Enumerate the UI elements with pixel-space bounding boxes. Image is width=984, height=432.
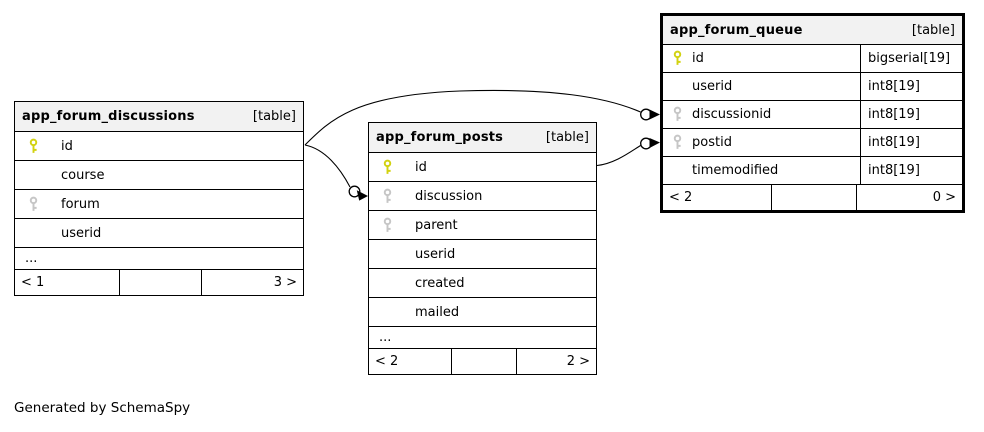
- column-row: id bigserial[19]: [663, 44, 962, 72]
- table-name: app_forum_posts: [376, 130, 504, 145]
- more-columns-ellipsis: ...: [369, 326, 596, 348]
- column-name: userid: [692, 79, 733, 94]
- parents-count: < 2: [669, 190, 693, 205]
- children-count: 0 >: [932, 190, 956, 205]
- column-row: discussion: [369, 181, 596, 210]
- column-name: postid: [692, 135, 732, 150]
- children-count: 3 >: [273, 275, 297, 290]
- column-name: timemodified: [692, 163, 779, 178]
- column-name: userid: [415, 246, 456, 262]
- column-row: discussionid int8[19]: [663, 100, 962, 128]
- table-app-forum-queue[interactable]: app_forum_queue [table] id bigserial[19]…: [660, 13, 965, 213]
- table-header: app_forum_posts [table]: [369, 123, 596, 152]
- column-name: discussionid: [692, 107, 772, 122]
- column-name: course: [61, 167, 105, 183]
- column-name: id: [692, 51, 704, 66]
- column-row: postid int8[19]: [663, 128, 962, 156]
- table-footer: < 2 0 >: [663, 184, 962, 210]
- primary-key-icon: [673, 50, 682, 65]
- column-type: int8[19]: [860, 157, 962, 184]
- table-header: app_forum_discussions [table]: [15, 102, 303, 131]
- table-tag: [table]: [252, 109, 296, 124]
- column-row: timemodified int8[19]: [663, 156, 962, 184]
- column-type: bigserial[19]: [860, 45, 962, 72]
- footer-spacer: [770, 185, 858, 210]
- column-name: forum: [61, 196, 100, 212]
- column-name: id: [61, 138, 73, 154]
- table-footer: < 2 2 >: [369, 348, 596, 374]
- table-app-forum-discussions[interactable]: app_forum_discussions [table] id course …: [14, 101, 304, 296]
- column-name: created: [415, 275, 465, 291]
- table-app-forum-posts[interactable]: app_forum_posts [table] id discussion pa…: [368, 122, 597, 375]
- parents-count: < 1: [21, 275, 45, 290]
- column-row: course: [15, 160, 303, 189]
- table-tag: [table]: [545, 130, 589, 145]
- relationship-posts-id-to-queue-postid: [596, 137, 660, 167]
- column-type: int8[19]: [860, 73, 962, 100]
- table-name: app_forum_discussions: [22, 109, 195, 124]
- foreign-key-icon: [673, 134, 682, 149]
- children-count: 2 >: [566, 354, 590, 369]
- table-tag: [table]: [911, 22, 955, 38]
- footer-spacer: [450, 349, 517, 374]
- table-header: app_forum_queue [table]: [663, 16, 962, 44]
- footer-spacer: [118, 270, 203, 295]
- relationship-discussions-id-to-posts-discussion: [304, 144, 368, 201]
- column-name: discussion: [415, 188, 483, 204]
- primary-key-icon: [383, 159, 392, 174]
- primary-key-icon: [29, 138, 38, 153]
- column-row: userid int8[19]: [663, 72, 962, 100]
- column-type: int8[19]: [860, 129, 962, 156]
- foreign-key-icon: [29, 196, 38, 211]
- column-row: created: [369, 268, 596, 297]
- foreign-key-icon: [383, 188, 392, 203]
- column-row: userid: [369, 239, 596, 268]
- column-type: int8[19]: [860, 101, 962, 128]
- column-name: userid: [61, 225, 102, 241]
- parents-count: < 2: [375, 354, 399, 369]
- column-row: userid: [15, 218, 303, 247]
- table-footer: < 1 3 >: [15, 269, 303, 295]
- generator-credit: Generated by SchemaSpy: [14, 400, 191, 416]
- more-columns-ellipsis: ...: [15, 247, 303, 269]
- foreign-key-icon: [673, 106, 682, 121]
- column-name: mailed: [415, 304, 460, 320]
- foreign-key-icon: [383, 217, 392, 232]
- column-row: parent: [369, 210, 596, 239]
- column-row: id: [15, 131, 303, 160]
- column-row: mailed: [369, 297, 596, 326]
- column-row: id: [369, 152, 596, 181]
- column-row: forum: [15, 189, 303, 218]
- table-name: app_forum_queue: [670, 22, 803, 38]
- column-name: id: [415, 159, 427, 175]
- column-name: parent: [415, 217, 458, 233]
